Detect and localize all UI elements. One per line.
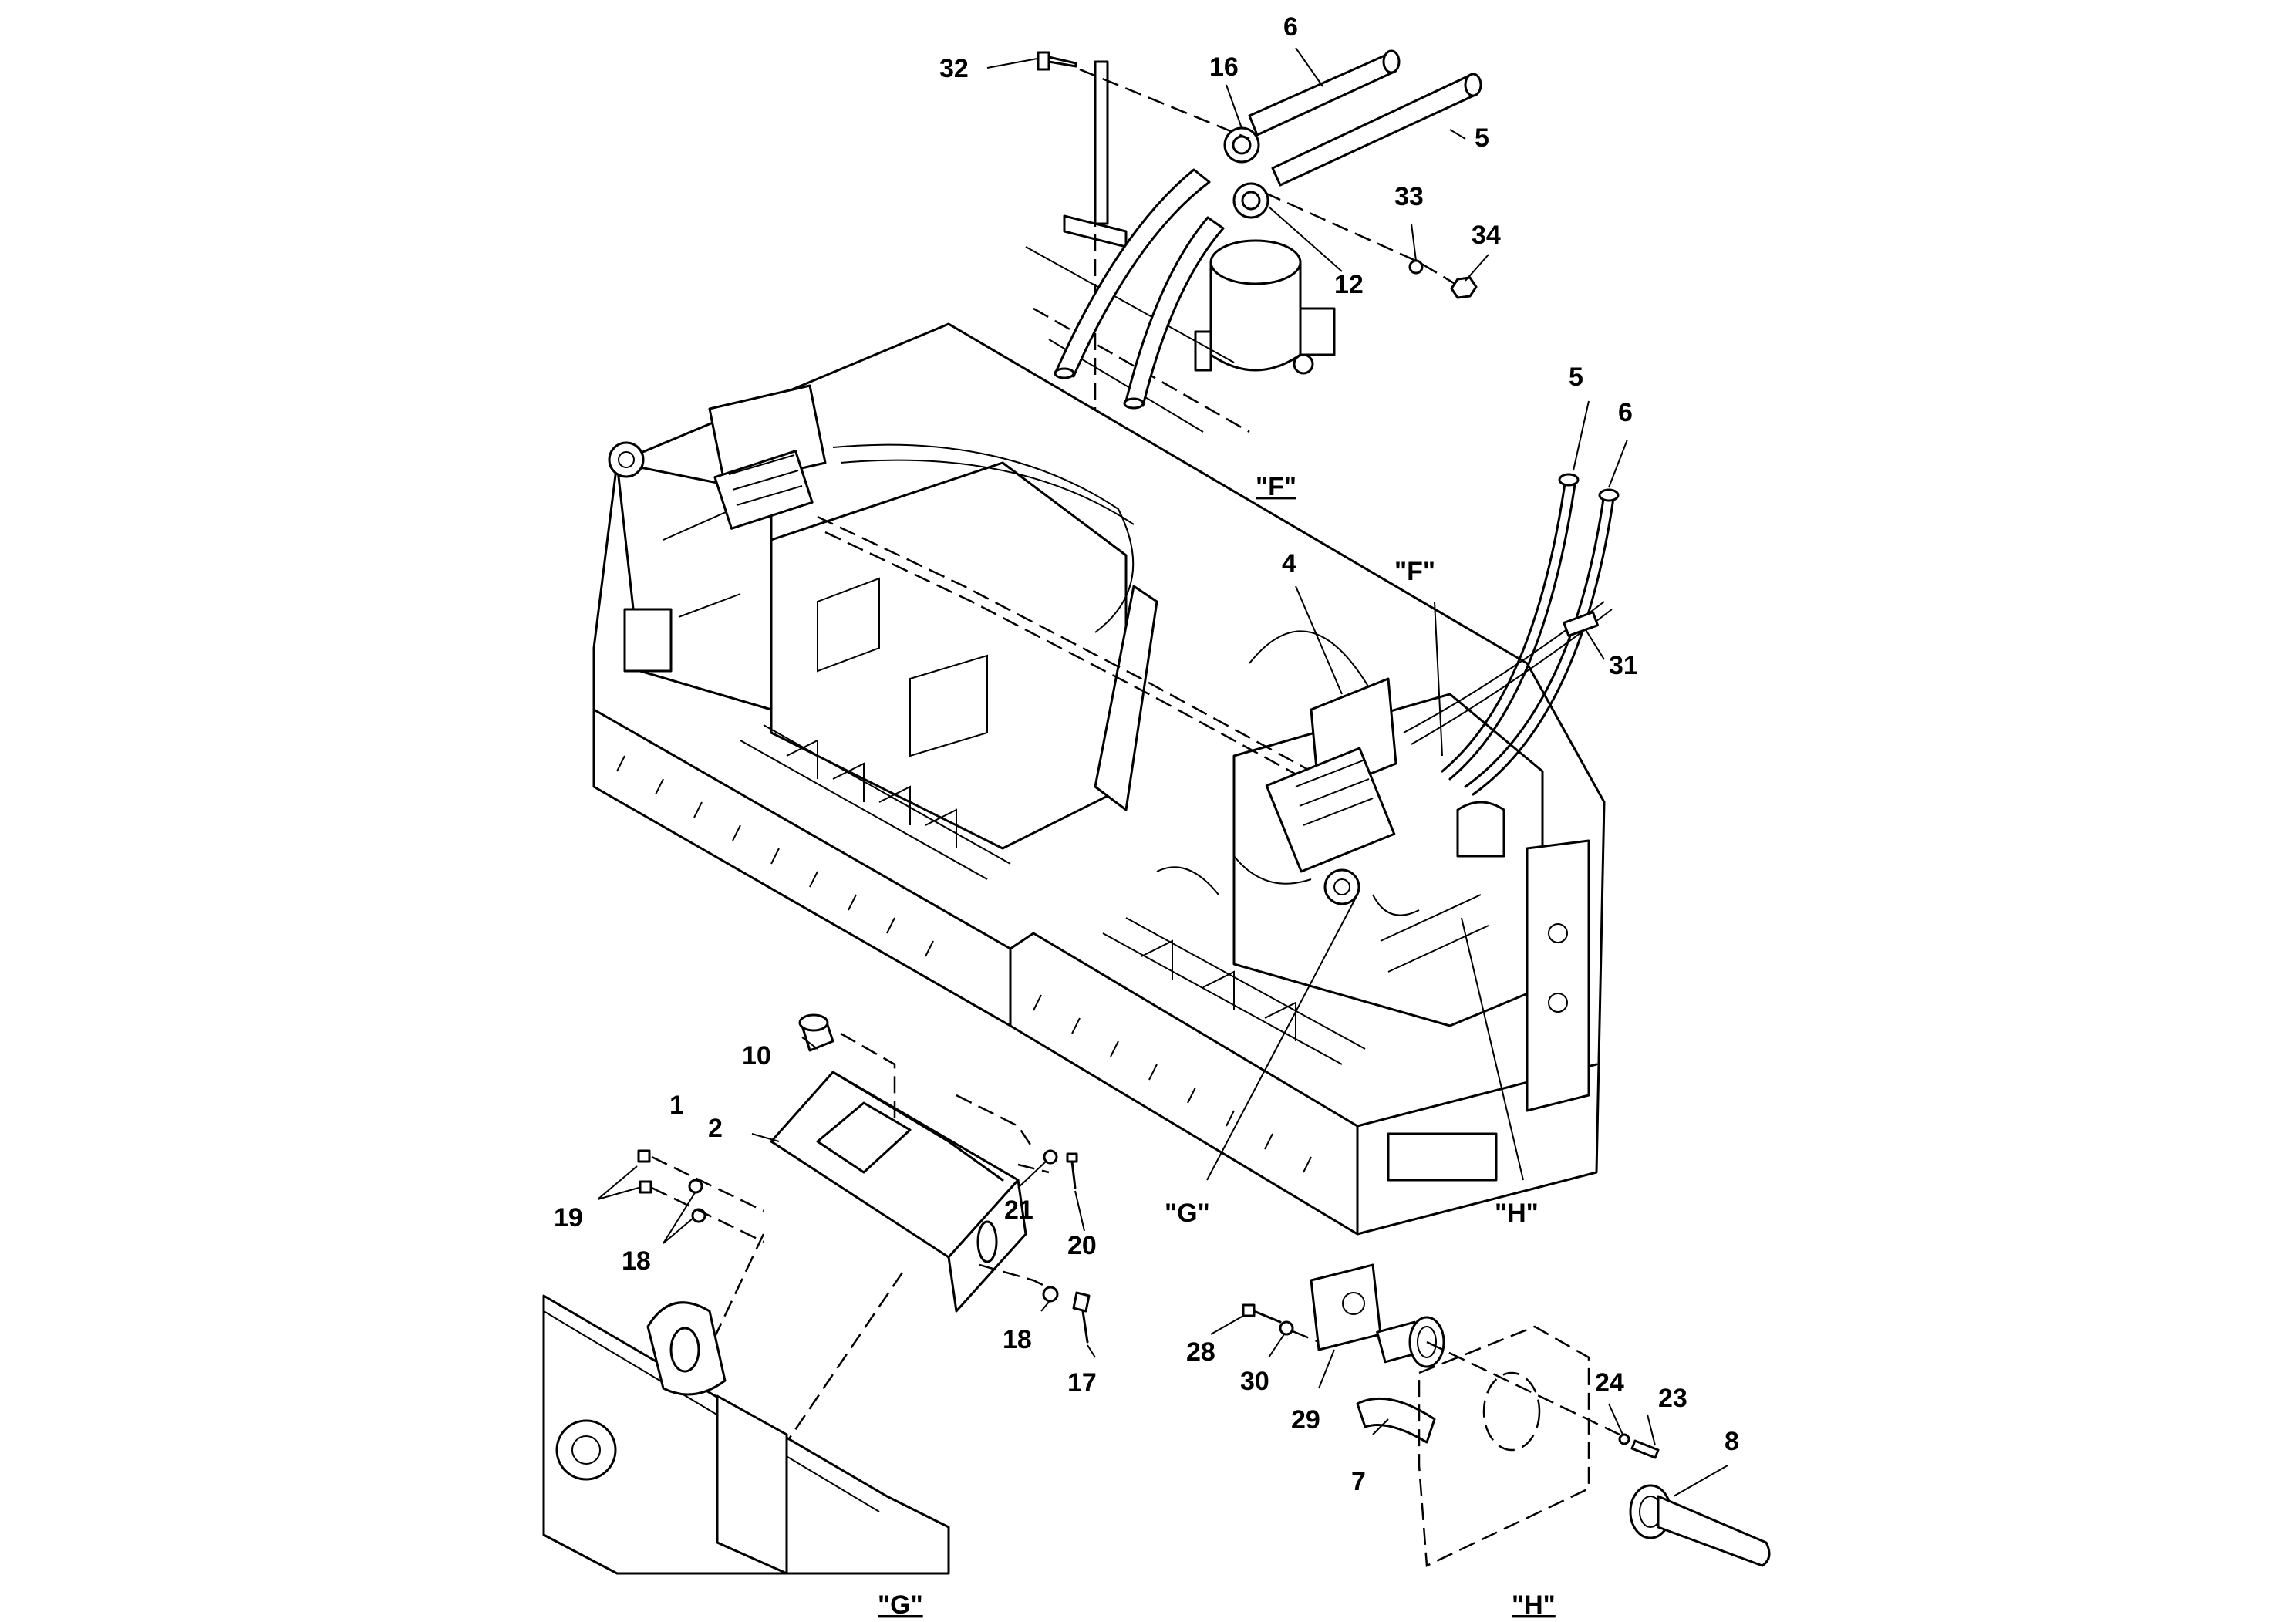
callout-12: 12 (1334, 270, 1364, 299)
view-ref-h: "H" (1495, 1199, 1539, 1228)
cross-ribs-left (740, 724, 1011, 880)
callout-28: 28 (1186, 1337, 1215, 1367)
detail-g-view (542, 1013, 1091, 1575)
callout-21: 21 (1004, 1195, 1033, 1225)
callout-5: 5 (1475, 123, 1489, 153)
boot-7 (1356, 1397, 1436, 1444)
nut-34 (1450, 276, 1478, 299)
detail-f-view (1025, 49, 1482, 463)
callout-4: 4 (1282, 549, 1296, 578)
callout-34: 34 (1472, 221, 1501, 250)
cross-ribs-right (1102, 917, 1366, 1065)
callout-23: 23 (1658, 1384, 1687, 1413)
callout-30: 30 (1240, 1367, 1269, 1396)
connector (1376, 1316, 1445, 1368)
callout-20: 20 (1067, 1231, 1097, 1260)
sprocket-g (555, 1419, 617, 1481)
callout-18-left: 18 (622, 1246, 651, 1276)
detail-h-view (1242, 1263, 1771, 1567)
callout-19: 19 (554, 1203, 583, 1233)
callout-2: 2 (708, 1114, 723, 1143)
callout-17: 17 (1067, 1368, 1097, 1398)
callout-18-right: 18 (1003, 1325, 1032, 1354)
leader-lines (597, 47, 1728, 1497)
callout-7: 7 (1351, 1467, 1366, 1496)
bolt-32 (1037, 51, 1077, 71)
hose-pair-main (1441, 473, 1620, 796)
callout-29: 29 (1291, 1405, 1320, 1435)
callout-24: 24 (1595, 1368, 1624, 1398)
detail-title-f: "F" (1256, 472, 1296, 501)
view-ref-g: "G" (1165, 1199, 1210, 1228)
callout-31: 31 (1609, 651, 1638, 680)
callout-5-right: 5 (1569, 363, 1583, 392)
hose-clamps (1223, 126, 1269, 219)
detail-title-h: "H" (1512, 1590, 1556, 1620)
control-box-right (1265, 677, 1505, 873)
hose-pair (1054, 49, 1482, 410)
cable-gland-8 (1629, 1484, 1771, 1567)
callout-33: 33 (1394, 182, 1424, 211)
callout-32: 32 (939, 54, 969, 83)
washer-33 (1408, 259, 1424, 275)
control-box-left (708, 384, 827, 530)
wiring-harness-main (817, 443, 1613, 916)
callout-1: 1 (669, 1091, 684, 1120)
callout-10: 10 (742, 1041, 771, 1071)
callout-16: 16 (1209, 52, 1239, 82)
plate-29 (1310, 1263, 1382, 1351)
detail-title-g: "G" (878, 1590, 923, 1620)
callout-6: 6 (1283, 12, 1298, 42)
callout-labels: 32 16 6 5 33 34 12 "F" 5 6 4 "F" 31 10 1… (554, 12, 1739, 1620)
callout-8: 8 (1725, 1427, 1739, 1456)
sprocket-left (608, 441, 645, 478)
callout-6-right: 6 (1618, 398, 1633, 427)
solenoid-body (1194, 239, 1336, 375)
sprocket-right (1323, 868, 1360, 905)
view-ref-f: "F" (1394, 557, 1435, 586)
